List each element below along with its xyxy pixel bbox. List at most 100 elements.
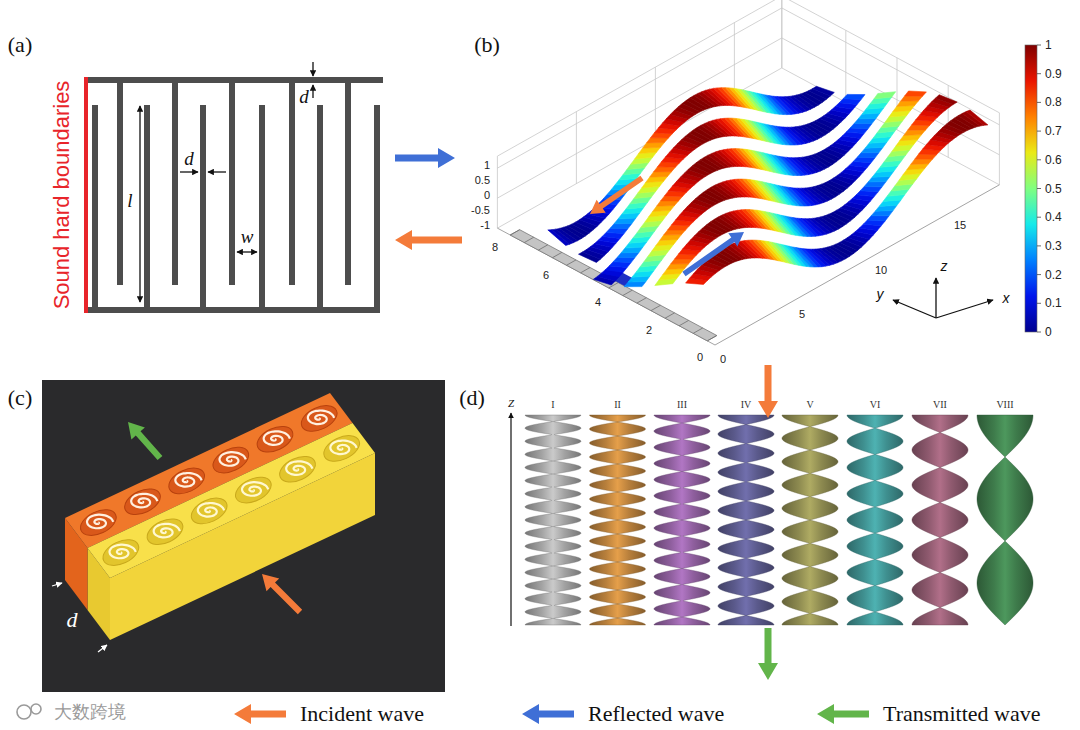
colorbar-tick-label: 0.1 — [1045, 297, 1062, 309]
axis-tick: 2 — [646, 325, 652, 336]
channel-wall — [345, 80, 351, 285]
colorbar-tick-label: 0.9 — [1045, 68, 1062, 80]
field-ribbon — [653, 206, 675, 212]
mode-column — [977, 415, 1033, 625]
wave-arrow — [128, 422, 162, 460]
colorbar-tick-label: 0.8 — [1045, 96, 1062, 108]
colorbar-tick-label: 0.2 — [1045, 269, 1062, 281]
structure-hatch — [665, 313, 674, 318]
axis-tick: 10 — [875, 265, 887, 276]
wave-arrow — [758, 365, 778, 418]
field-ribbon — [624, 281, 646, 286]
colorbar — [1025, 45, 1037, 332]
field-ribbon — [853, 157, 875, 162]
field-ribbon — [613, 258, 635, 263]
field-ribbon — [850, 124, 872, 129]
grid-line — [782, 38, 1000, 155]
grid-line — [734, 23, 735, 95]
colorbar-tick — [1037, 73, 1041, 74]
wave-arrow — [817, 704, 869, 724]
dimension-label: d — [299, 87, 309, 106]
field-ribbon — [854, 118, 876, 123]
axis-name: Z — [508, 398, 514, 409]
field-ribbon — [871, 211, 893, 216]
channel-wall — [85, 77, 383, 83]
axis-tick: 6 — [543, 270, 549, 281]
legend-item: Transmitted wave — [815, 703, 1040, 725]
structure-hatch — [623, 290, 632, 295]
colorbar-tick-label: 0.3 — [1045, 240, 1062, 252]
mode-column — [782, 415, 838, 625]
structure-hatch — [637, 298, 646, 303]
field-ribbon — [861, 147, 883, 152]
field-ribbon — [671, 259, 693, 264]
field-ribbon — [643, 143, 665, 149]
watermark-icon — [31, 704, 41, 714]
panel-letter: (a) — [8, 34, 32, 56]
field-ribbon — [857, 153, 879, 158]
axis-tick: 15 — [954, 220, 966, 231]
axis-triad — [936, 300, 993, 318]
grid-line — [497, 68, 781, 228]
structure-hatch — [552, 252, 561, 257]
field-ribbon — [660, 235, 682, 241]
spiral-cell — [76, 505, 120, 541]
structure-hatch — [651, 305, 660, 310]
field-ribbon — [874, 92, 896, 99]
legend-item: Incident wave — [232, 703, 424, 725]
mode-number: V — [806, 400, 813, 410]
field-ribbon — [812, 86, 834, 96]
grid-line — [845, 30, 846, 102]
panel-letter: (d) — [459, 387, 485, 409]
structure-base — [510, 230, 717, 341]
legend-text: Incident wave — [300, 703, 424, 725]
structure-hatch — [581, 267, 590, 272]
dimension-arrow — [312, 62, 313, 76]
field-ribbon — [911, 159, 933, 164]
field-ribbon — [667, 264, 689, 270]
channel-wall — [117, 80, 123, 285]
grid-line — [655, 67, 656, 139]
spiral-cell — [320, 430, 364, 466]
mode-number: IV — [741, 400, 752, 410]
grid-line — [576, 112, 577, 184]
grid-line — [948, 85, 949, 157]
grid-line — [782, 8, 1000, 125]
mode-column — [654, 415, 710, 625]
wave-arrow — [682, 232, 744, 276]
axis-tick: 0.5 — [475, 175, 490, 186]
axis-triad — [893, 300, 936, 318]
spiral — [286, 461, 312, 475]
spiral-cell — [253, 421, 297, 457]
field-ribbon — [901, 96, 923, 101]
field-ribbon — [639, 147, 661, 153]
colorbar-tick — [1037, 159, 1041, 160]
axis-tick: 0 — [484, 190, 490, 201]
dimension-label: d — [184, 149, 194, 168]
sample-top-front — [88, 423, 376, 578]
dimension-arrow — [237, 251, 257, 252]
wave-surface-panel — [497, 0, 1041, 345]
spiral — [198, 503, 224, 517]
field-ribbon — [908, 125, 930, 130]
field-ribbon — [860, 187, 882, 192]
structure-hatch — [567, 260, 576, 265]
grid-line — [781, 0, 782, 68]
colorbar-tick — [1037, 274, 1041, 275]
axis-name: z — [941, 259, 948, 273]
colorbar-tick — [1037, 332, 1041, 333]
field-ribbon — [654, 167, 676, 172]
dimension-arrow — [139, 106, 140, 302]
wave-arrow — [522, 704, 574, 724]
mode-number: VII — [933, 400, 947, 410]
colorbar-tick-label: 0.5 — [1045, 183, 1062, 195]
wave-arrow — [758, 628, 778, 680]
grid-line — [497, 8, 781, 168]
wave-arrow — [234, 704, 286, 724]
photo-panel — [42, 380, 445, 692]
colorbar-tick — [1037, 45, 1041, 46]
spiral — [242, 482, 268, 496]
axis-tick: 8 — [492, 242, 498, 253]
dimension-arrow — [208, 171, 226, 172]
spiral — [330, 441, 356, 455]
